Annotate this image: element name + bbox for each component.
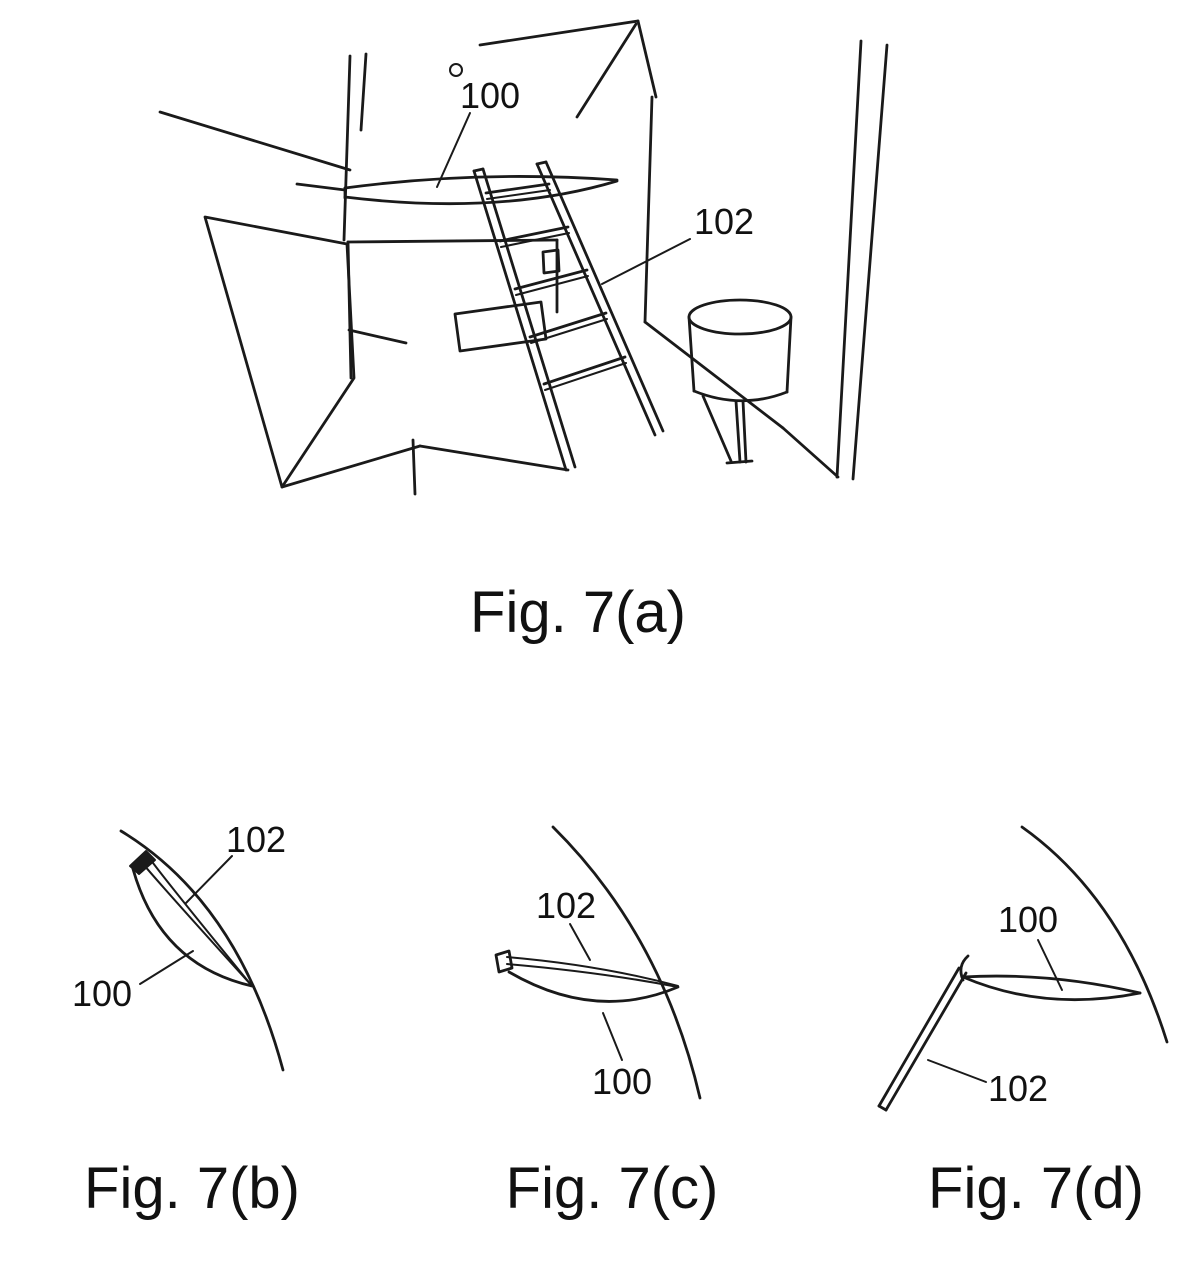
floor-lines bbox=[280, 320, 840, 496]
fig7a-ref-102-label: 102 bbox=[694, 201, 754, 242]
fig7b-caption: Fig. 7(b) bbox=[84, 1156, 300, 1221]
fig-7d-drawing: 100 102 bbox=[877, 825, 1169, 1112]
fig7d-ladder-strut bbox=[877, 966, 968, 1112]
fig7a-leader-100 bbox=[436, 112, 471, 188]
fig7b-end-cap bbox=[129, 850, 156, 875]
fig7c-berth bbox=[494, 949, 680, 1003]
fig7b-ref-100-label: 100 bbox=[72, 973, 132, 1014]
fig7b-leader-100 bbox=[139, 950, 194, 985]
ladder bbox=[472, 160, 665, 472]
fig-7b-drawing: 102 100 bbox=[72, 819, 286, 1072]
fig7a-caption: Fig. 7(a) bbox=[470, 580, 686, 645]
fig7d-caption: Fig. 7(d) bbox=[928, 1156, 1144, 1221]
floor-lamp bbox=[687, 298, 793, 465]
fig7c-caption: Fig. 7(c) bbox=[506, 1156, 719, 1221]
left-panel bbox=[203, 215, 408, 489]
fig7b-berth-folded bbox=[129, 850, 254, 988]
fig7c-ref-102-label: 102 bbox=[536, 885, 596, 926]
loft-platform bbox=[295, 175, 619, 206]
fig7b-ref-102-label: 102 bbox=[226, 819, 286, 860]
door-frame bbox=[835, 39, 889, 481]
fig7a-ref-100-label: 100 bbox=[460, 75, 520, 116]
fig7c-wall-arc bbox=[551, 825, 702, 1100]
fig7d-ref-102-label: 102 bbox=[988, 1068, 1048, 1109]
fig-7c-drawing: 102 100 bbox=[494, 825, 702, 1102]
fig7c-leader-100 bbox=[602, 1012, 623, 1061]
fig-7a-drawing: 100 102 bbox=[158, 19, 889, 496]
fig7d-leader-100 bbox=[1037, 939, 1063, 991]
fig7b-wall-arc bbox=[119, 829, 285, 1072]
room-walls bbox=[158, 19, 658, 324]
fig7c-ref-100-label: 100 bbox=[592, 1061, 652, 1102]
fig7d-leader-102 bbox=[927, 1059, 987, 1083]
fig7d-berth bbox=[959, 954, 1142, 1002]
fig7c-end-cap bbox=[494, 949, 514, 974]
fig7b-leader-102 bbox=[185, 855, 233, 904]
fig7d-wall-arc bbox=[1020, 825, 1169, 1044]
fig7c-leader-102 bbox=[569, 923, 591, 961]
small-circle-marker bbox=[449, 63, 463, 77]
fig7a-leader-102 bbox=[601, 238, 691, 285]
fig7d-ref-100-label: 100 bbox=[998, 899, 1058, 940]
